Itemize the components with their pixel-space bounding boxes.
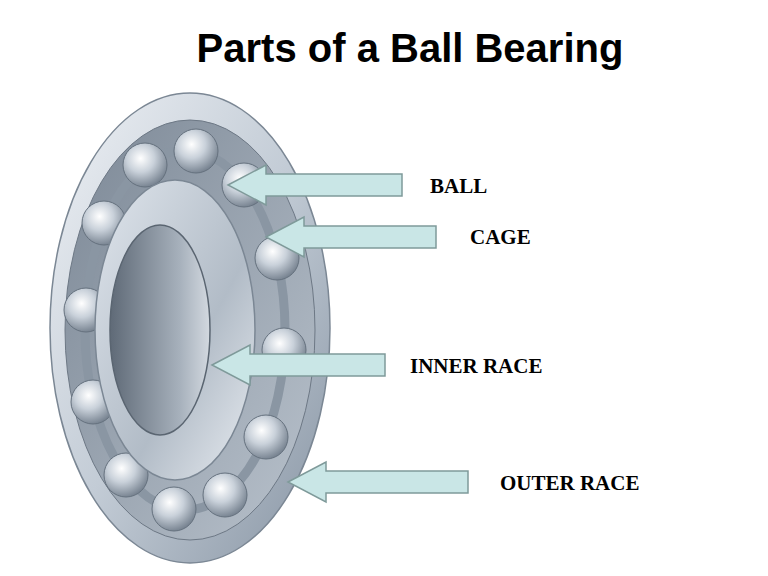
- part-label: BALL: [430, 173, 487, 199]
- pointer-arrows: [212, 165, 468, 502]
- pointer-arrow: [228, 165, 402, 205]
- part-label: OUTER RACE: [500, 470, 639, 496]
- outer-race-drawing: [50, 93, 330, 563]
- inner-race-face: [95, 180, 255, 480]
- part-label: CAGE: [470, 224, 531, 250]
- ball-shape: [123, 143, 167, 187]
- ball-shape: [244, 415, 288, 459]
- ball-shape: [174, 129, 218, 173]
- pointer-arrow: [288, 462, 468, 502]
- bore-hole: [110, 225, 210, 435]
- outer-race-face: [50, 93, 330, 563]
- pointer-arrow: [266, 217, 436, 257]
- diagram-title: Parts of a Ball Bearing: [197, 24, 624, 72]
- inner-race-drawing: [95, 180, 255, 480]
- pointer-arrow: [212, 345, 385, 385]
- ball-shape: [203, 473, 247, 517]
- part-label: INNER RACE: [410, 353, 542, 379]
- ball-shape: [152, 487, 196, 531]
